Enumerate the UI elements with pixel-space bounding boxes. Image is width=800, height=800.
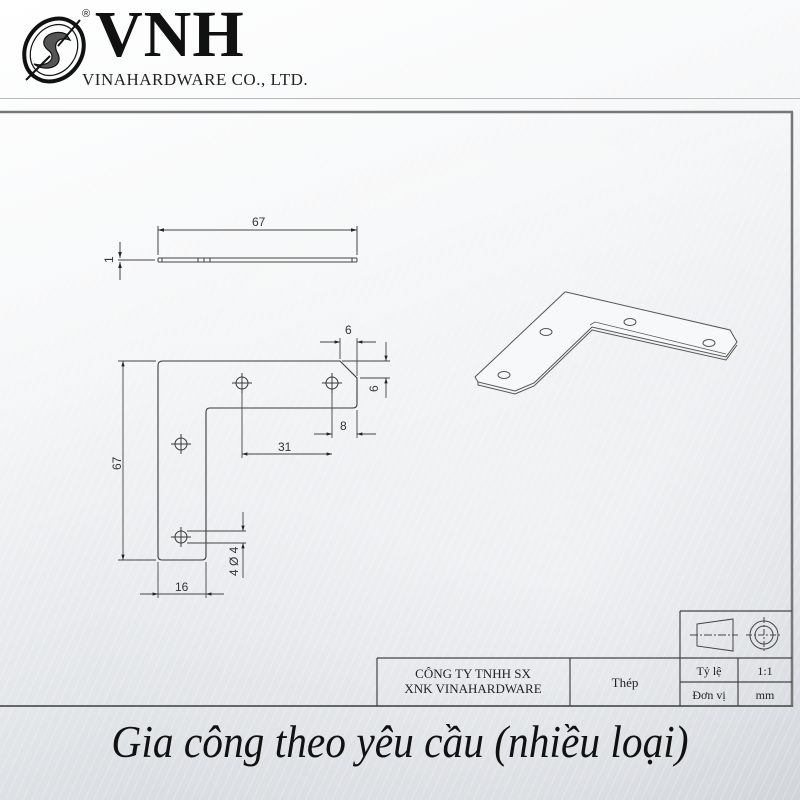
thickness-dimension: 1 [102,256,116,263]
isometric-l-plate [474,291,738,395]
drawing-frame [0,110,794,707]
chamfer-vertical-dimension: 6 [367,385,381,392]
first-angle-projection-icon [690,617,782,653]
title-unit-value: mm [756,688,775,702]
brand-logo-text: VNH [95,0,245,71]
registered-mark: ® [82,8,91,20]
caption: Gia công theo yêu cầu (nhiều loại) [111,717,689,767]
title-scale-value: 1:1 [757,664,772,678]
header: ® VNH VINAHARDWARE CO., LTD. [0,0,800,100]
hole-spacing-dimension: 31 [278,440,292,454]
hole-3 [171,434,191,454]
hole-2 [322,373,342,393]
height-dimension: 67 [110,456,124,470]
vnh-swirl-logo-icon [22,16,86,84]
hole-edge-offset-dimension: 8 [340,419,347,433]
side-length-dimension: 67 [252,215,266,229]
mounting-holes [171,373,342,547]
front-view-dimensions [118,338,390,598]
front-view-l-plate [157,360,358,561]
hole-callout-dimension: 4 Ø 4 [227,546,241,576]
title-company-line2: XNK VINAHARDWARE [404,681,541,696]
side-view [118,226,358,280]
title-scale-label: Tỷ lệ [697,664,722,678]
title-material: Thép [612,675,639,690]
title-unit-label: Đơn vị [692,688,726,702]
header-divider [0,98,800,99]
title-company-line1: CÔNG TY TNHH SX [415,666,531,681]
title-block [376,610,792,706]
company-name: VINAHARDWARE CO., LTD. [82,70,309,89]
hole-1 [232,373,252,393]
width-dimension: 16 [175,580,189,594]
hole-4 [171,527,191,547]
chamfer-horizontal-dimension: 6 [345,323,352,337]
